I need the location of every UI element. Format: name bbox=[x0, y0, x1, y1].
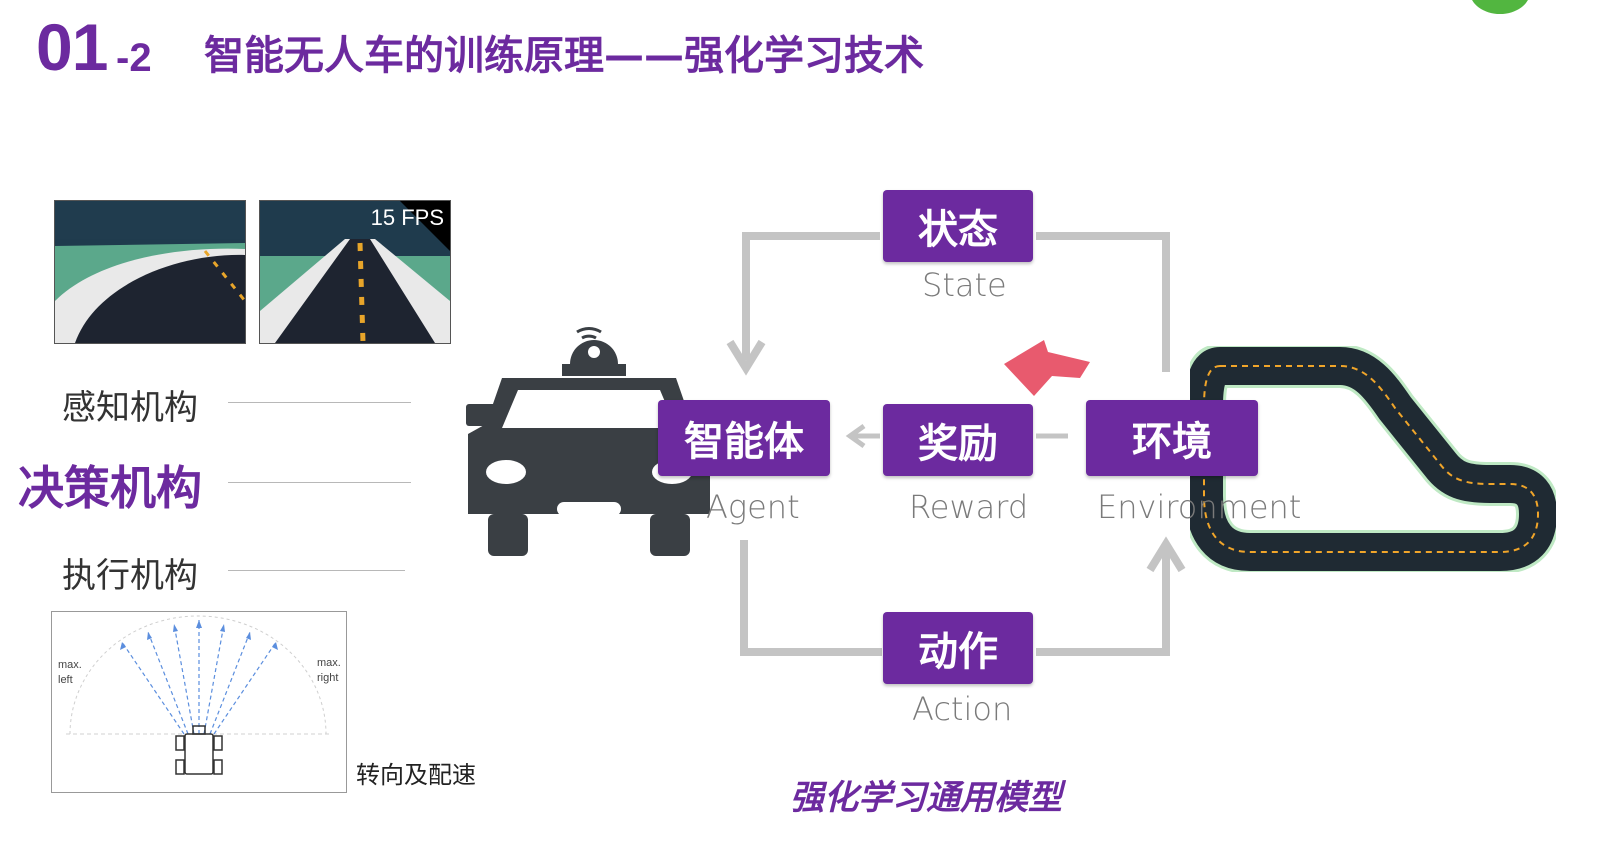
max-left-label-2: left bbox=[58, 674, 73, 686]
steering-diagram: max. left max. right bbox=[51, 611, 347, 793]
environment-box: 环境 bbox=[1086, 400, 1258, 476]
reward-label-en: Reward bbox=[909, 488, 1029, 526]
race-track-icon bbox=[1190, 346, 1556, 572]
perception-divider bbox=[228, 402, 411, 403]
state-box: 状态 bbox=[883, 190, 1033, 262]
action-box: 动作 bbox=[883, 612, 1033, 684]
max-left-label-1: max. bbox=[58, 659, 82, 671]
agent-label-en: Agent bbox=[706, 488, 800, 526]
model-caption: 强化学习通用模型 bbox=[790, 778, 1062, 818]
reward-arrow-icon bbox=[1004, 340, 1090, 396]
decision-label: 决策机构 bbox=[18, 461, 202, 515]
decision-divider bbox=[228, 482, 411, 483]
slide-title: 智能无人车的训练原理——强化学习技术 bbox=[204, 33, 924, 79]
execution-divider bbox=[228, 570, 405, 571]
section-number: 01 bbox=[36, 10, 108, 84]
state-label-en: State bbox=[922, 266, 1007, 304]
logo bbox=[1470, 0, 1530, 14]
reward-box: 奖励 bbox=[883, 404, 1033, 476]
camera-frame-left bbox=[54, 200, 246, 344]
execution-label: 执行机构 bbox=[62, 556, 198, 596]
car-icon bbox=[466, 327, 712, 556]
steering-caption: 转向及配速 bbox=[356, 761, 476, 789]
action-label-en: Action bbox=[912, 690, 1013, 728]
camera-frame-right: 15 FPS bbox=[259, 200, 451, 344]
max-right-label-2: right bbox=[317, 672, 339, 684]
agent-box: 智能体 bbox=[658, 400, 830, 476]
section-sub-number: -2 bbox=[116, 36, 152, 80]
fps-label: 15 FPS bbox=[370, 205, 444, 230]
max-right-label-1: max. bbox=[317, 657, 341, 669]
perception-label: 感知机构 bbox=[62, 388, 198, 428]
environment-label-en: Environment bbox=[1097, 488, 1302, 526]
